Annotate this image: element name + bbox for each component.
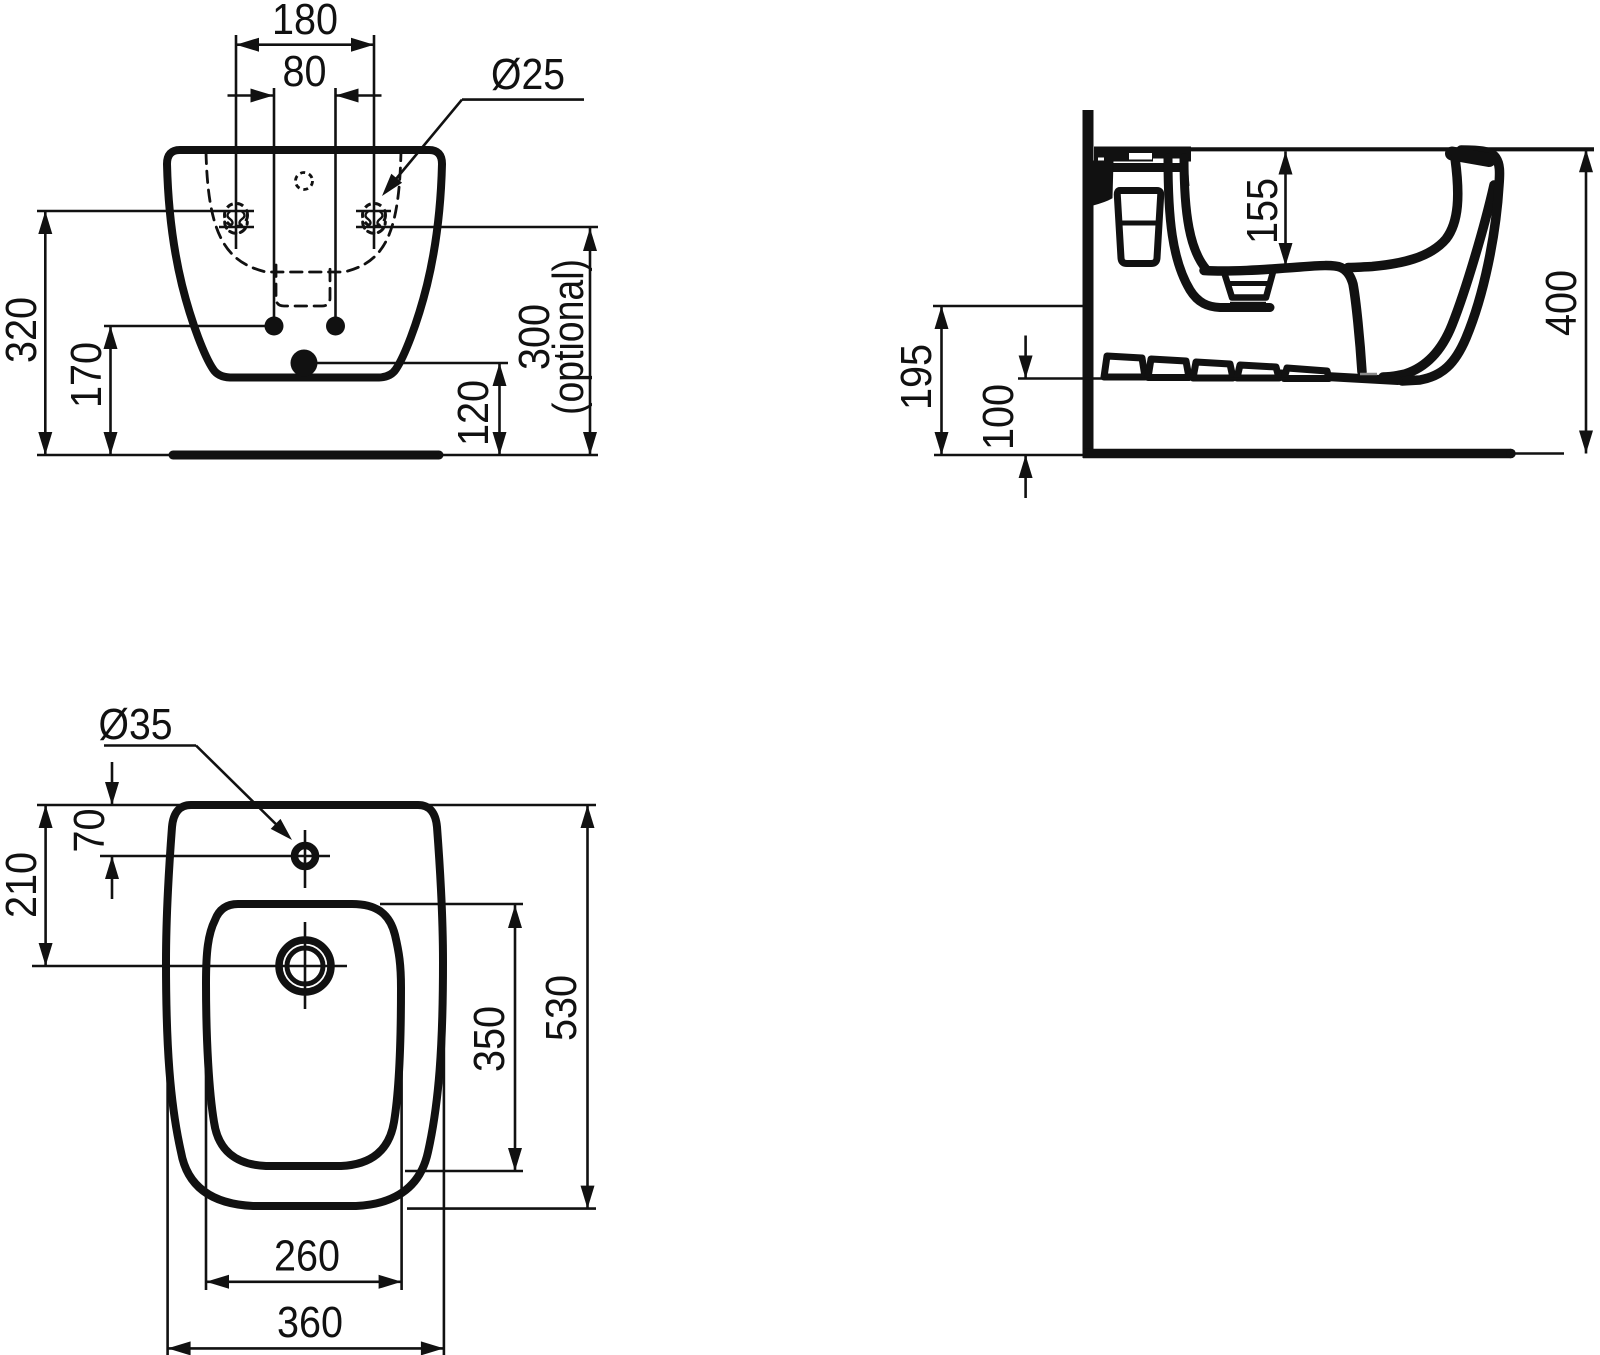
svg-text:Ø25: Ø25 xyxy=(491,50,565,99)
svg-text:180: 180 xyxy=(272,0,338,44)
svg-text:300: 300 xyxy=(510,304,559,370)
svg-text:Ø35: Ø35 xyxy=(99,700,173,749)
svg-text:100: 100 xyxy=(974,384,1023,450)
svg-text:260: 260 xyxy=(274,1232,340,1281)
svg-text:530: 530 xyxy=(537,975,586,1041)
svg-text:170: 170 xyxy=(62,342,111,408)
svg-text:320: 320 xyxy=(0,297,46,363)
svg-text:400: 400 xyxy=(1537,270,1586,336)
svg-text:210: 210 xyxy=(0,852,46,918)
svg-text:80: 80 xyxy=(283,47,327,96)
svg-text:120: 120 xyxy=(449,380,498,446)
svg-text:155: 155 xyxy=(1238,178,1287,244)
svg-text:(optional): (optional) xyxy=(544,259,593,415)
svg-text:360: 360 xyxy=(277,1298,343,1347)
svg-text:195: 195 xyxy=(892,344,941,410)
svg-text:70: 70 xyxy=(65,809,114,853)
svg-text:350: 350 xyxy=(465,1006,514,1072)
